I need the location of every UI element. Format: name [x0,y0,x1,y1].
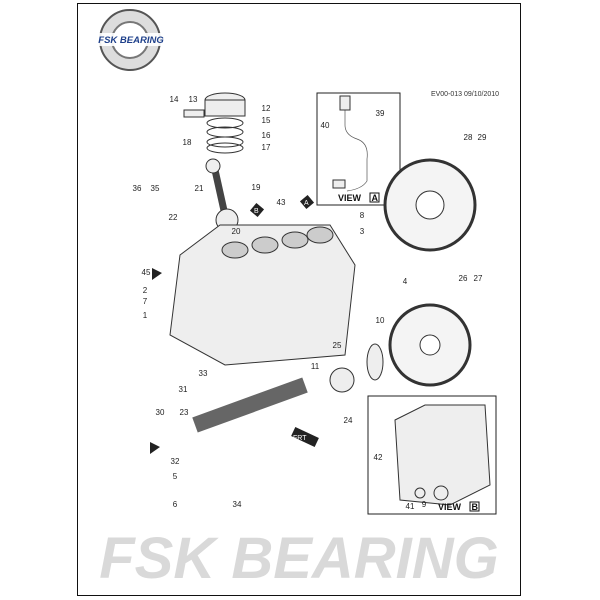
callout-23: 23 [180,408,189,417]
piston-assembly [183,92,246,154]
callout-45: 45 [142,268,151,277]
front-arrow: FRT [291,426,319,448]
callout-6: 6 [173,500,178,509]
svg-text:FRT: FRT [293,435,307,442]
callout-25: 25 [333,341,342,350]
arrow-45 [152,268,162,280]
callout-11: 11 [311,362,320,371]
view-a-letter: A [372,193,379,203]
doc-code: EV00-013 09/10/2010 [431,91,499,98]
callout-34: 34 [233,500,242,509]
callout-39: 39 [376,109,385,118]
cylinder-block [169,224,356,366]
view-b-letter: B [472,502,479,512]
callout-4: 4 [403,277,408,286]
callout-41: 41 [406,502,415,511]
view-b-arrow: B [249,202,265,218]
callout-13: 13 [189,95,198,104]
callout-19: 19 [252,183,261,192]
callout-15: 15 [262,116,271,125]
view-b-label: VIEW [438,502,462,512]
callout-32: 32 [171,457,180,466]
callout-12: 12 [262,104,271,113]
flexplate-hub [419,334,441,356]
view-a-box [316,92,401,206]
callout-18: 18 [183,138,192,147]
callout-35: 35 [151,184,160,193]
cylinder-bore [221,241,249,259]
callout-40: 40 [321,121,330,130]
callout-1: 1 [143,311,148,320]
callout-43: 43 [277,198,286,207]
callout-14: 14 [170,95,179,104]
svg-text:FSK BEARING: FSK BEARING [98,35,164,46]
callout-27: 27 [474,274,483,283]
callout-16: 16 [262,131,271,140]
sensor-harness [344,105,368,192]
callout-28: 28 [464,133,473,142]
svg-text:B: B [254,208,259,215]
callout-20: 20 [232,227,241,236]
view-a-arrow: A [299,194,315,210]
callout-29: 29 [478,133,487,142]
callout-3: 3 [360,227,365,236]
view-b-box [367,395,497,515]
block-detail [394,404,491,506]
callout-21: 21 [195,184,204,193]
callout-5: 5 [173,472,178,481]
rod-small-end [205,158,221,174]
fsk-logo: FSK BEARING [98,9,164,71]
svg-text:A: A [304,200,309,207]
connector-part [332,179,346,189]
callout-24: 24 [344,416,353,425]
callout-33: 33 [199,369,208,378]
callout-42: 42 [374,453,383,462]
connecting-rod [211,169,229,216]
callout-2: 2 [143,286,148,295]
crankshaft [192,377,308,433]
view-a-letter-box [369,192,380,203]
view-a-label: VIEW [338,193,362,203]
callout-26: 26 [459,274,468,283]
view-b-letter-box [469,501,480,512]
watermark: FSK BEARING [99,526,499,591]
cylinder-bore [281,231,309,249]
callout-22: 22 [169,213,178,222]
cylinder-bore [251,236,279,254]
callout-8: 8 [360,211,365,220]
callout-9: 9 [422,500,427,509]
callout-31: 31 [179,385,188,394]
plug-part [433,485,449,501]
callout-17: 17 [262,143,271,152]
cylinder-bore [306,226,334,244]
rear-seal [366,343,384,381]
arrow-32 [150,442,160,454]
connector-part [339,95,351,111]
flywheel-hub [415,190,445,220]
plug-part [414,487,426,499]
seal-plate [329,367,355,393]
callout-36: 36 [133,184,142,193]
callout-7: 7 [143,297,148,306]
diagram-frame [77,3,521,596]
callout-10: 10 [376,316,385,325]
callout-30: 30 [156,408,165,417]
